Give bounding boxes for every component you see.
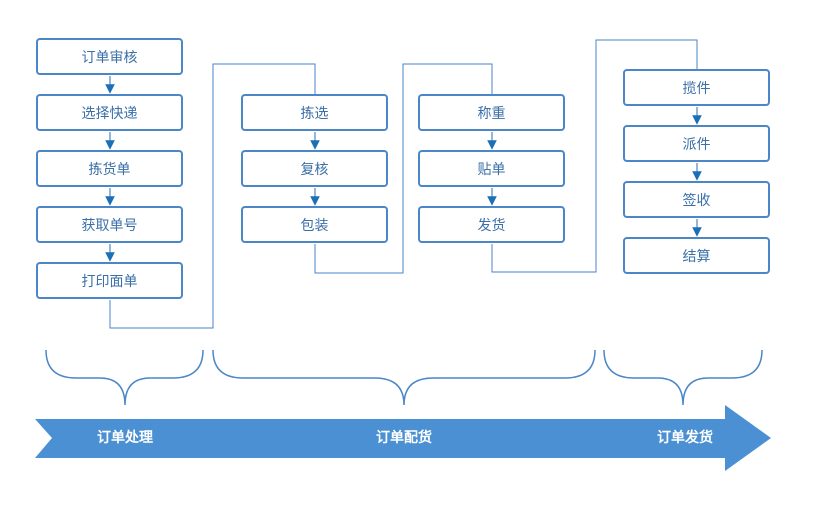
- brace-phase-2: [212, 349, 596, 406]
- connector-c1-c2: [109, 63, 316, 329]
- step-box: 获取单号: [36, 206, 183, 243]
- step-box: 拣选: [241, 94, 388, 131]
- vertical-arrows: [105, 76, 702, 262]
- step-box: 称重: [418, 94, 565, 131]
- step-box: 结算: [623, 237, 770, 274]
- step-box: 订单审核: [36, 38, 183, 75]
- phase-braces: [45, 349, 763, 406]
- step-box: 签收: [623, 181, 770, 218]
- phase-label-order-processing: 订单处理: [97, 430, 153, 446]
- step-box: 贴单: [418, 150, 565, 187]
- brace-phase-3: [603, 349, 763, 406]
- step-box: 选择快递: [36, 94, 183, 131]
- connector-c3-c4: [491, 39, 698, 273]
- step-box: 包装: [241, 206, 388, 243]
- step-box: 拣货单: [36, 150, 183, 187]
- step-box: 发货: [418, 206, 565, 243]
- step-box: 打印面单: [36, 262, 183, 299]
- phase-label-order-shipping: 订单发货: [657, 430, 713, 446]
- timeline-arrow: [35, 405, 771, 471]
- step-box: 派件: [623, 125, 770, 162]
- column-connectors: [109, 39, 698, 329]
- brace-phase-1: [45, 349, 204, 406]
- phase-label-order-picking: 订单配货: [376, 430, 432, 446]
- connector-c2-c3: [314, 63, 493, 274]
- step-box: 揽件: [623, 69, 770, 106]
- step-box: 复核: [241, 150, 388, 187]
